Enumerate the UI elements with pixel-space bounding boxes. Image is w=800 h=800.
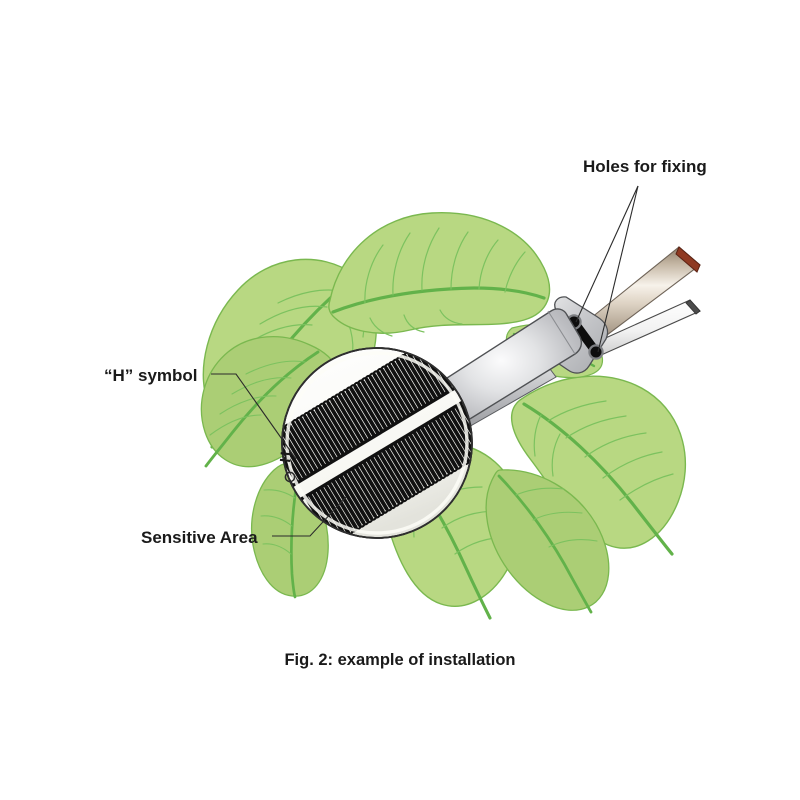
sensitive-area: H xyxy=(277,347,473,539)
leader-h-symbol xyxy=(211,373,297,460)
h-symbol-glyph: H xyxy=(277,451,295,464)
grid-row-upper xyxy=(282,348,458,488)
label-holes-for-fixing: Holes for fixing xyxy=(583,157,707,176)
locating-circle xyxy=(284,471,296,483)
leader-sensitive-area xyxy=(272,496,347,537)
label-h-symbol: “H” symbol xyxy=(104,366,198,385)
callout-labels: Holes for fixing “H” symbol Sensitive Ar… xyxy=(104,157,707,547)
leaf-right-lower xyxy=(485,469,610,614)
leader-lines xyxy=(211,185,639,537)
grid-row-lower xyxy=(298,399,472,538)
h-symbol-mark: H xyxy=(277,451,296,483)
interdigitated-grid xyxy=(282,348,472,538)
fixing-hole-lower xyxy=(588,344,604,360)
leaf-right-middle xyxy=(511,375,687,556)
figure-caption: Fig. 2: example of installation xyxy=(284,651,515,669)
leaf-wetness-sensor: H xyxy=(277,246,701,539)
leader-holes-lower xyxy=(597,185,639,353)
leaf-top-center xyxy=(328,212,551,337)
label-sensitive-area: Sensitive Area xyxy=(141,528,258,547)
leader-holes-upper xyxy=(575,185,639,323)
